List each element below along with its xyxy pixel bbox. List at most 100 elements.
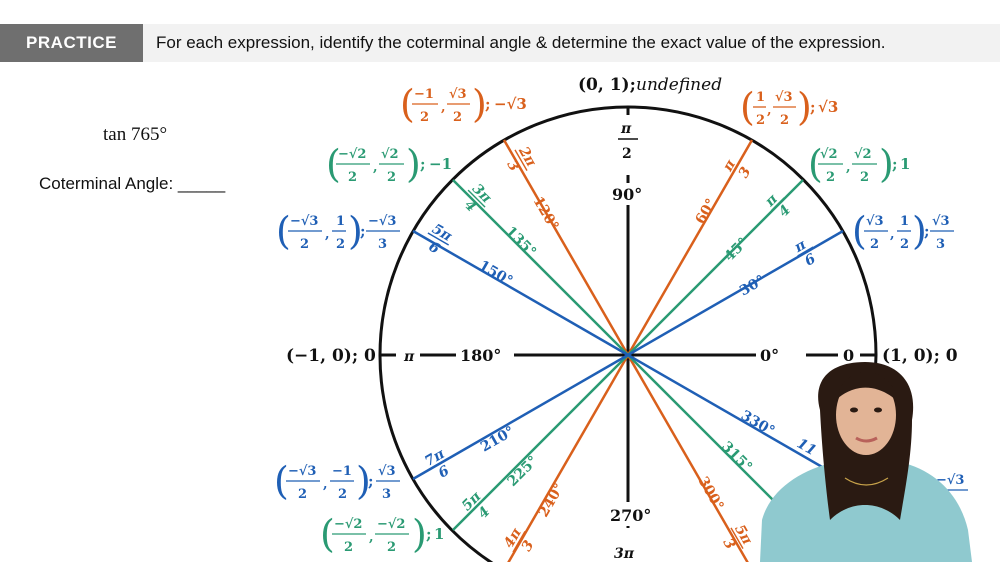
svg-text:−1: −1 [429,155,452,173]
svg-text:√3: √3 [775,90,793,105]
svg-text:√2: √2 [381,147,399,162]
svg-text:2: 2 [336,237,345,252]
svg-text:(: ( [740,85,755,129]
svg-text:): ) [912,209,927,253]
coord-210: ( −√3 2 , −1 2 ) ; √3 3 [274,459,400,503]
svg-text:−1: −1 [332,464,352,479]
header-bar: PRACTICE For each expression, identify t… [0,24,1000,62]
svg-text:√2: √2 [820,147,838,162]
ray-300 [626,354,749,562]
svg-text:−1: −1 [414,87,434,102]
three-pi-half-num: 3π [614,546,635,562]
coterminal-angle-label: Coterminal Angle: [39,174,174,193]
svg-text:(: ( [326,142,341,186]
practice-badge: PRACTICE [0,24,143,62]
top-undefined: undefined [636,75,722,95]
svg-text:1: 1 [900,155,910,173]
deg-180-label: 180° [460,346,501,365]
ray-30 [627,229,844,357]
svg-text:√2: √2 [854,147,872,162]
svg-text:2: 2 [756,113,765,128]
svg-text:;: ; [892,155,898,173]
deg-270-label: 270° [610,506,651,525]
svg-text:,: , [373,160,378,175]
svg-text:): ) [472,82,487,126]
svg-text:2: 2 [387,170,396,185]
svg-text:−√3: −√3 [288,464,316,479]
svg-text:2: 2 [826,170,835,185]
svg-text:(: ( [852,209,867,253]
svg-text:√3: √3 [449,87,467,102]
svg-text:−√2: −√2 [377,517,405,532]
svg-text:√3: √3 [866,214,884,229]
svg-text:1: 1 [900,214,909,229]
expression-label: tan 765° [103,124,168,145]
ray-135 [452,179,629,356]
svg-text:−√3: −√3 [368,214,396,229]
svg-text:;: ; [420,155,426,173]
pi-half-den: 2 [622,146,632,162]
svg-text:3: 3 [382,487,391,502]
svg-text:,: , [846,160,851,175]
ray-120 [502,139,630,356]
svg-text:√3: √3 [818,98,838,116]
svg-text:): ) [412,512,427,556]
coord-30: ( √3 2 , 1 2 ) ; √3 3 [852,209,954,253]
ray-150 [412,229,629,357]
svg-text:;: ; [360,222,366,240]
svg-text:): ) [356,459,371,503]
svg-text:1: 1 [434,525,444,543]
svg-text:,: , [323,477,328,492]
svg-text:2: 2 [780,113,789,128]
svg-text:2: 2 [300,237,309,252]
svg-text:;: ; [485,95,491,113]
svg-text:,: , [441,100,446,115]
svg-text:3: 3 [378,237,387,252]
svg-text:−√2: −√2 [338,147,366,162]
svg-text:2: 2 [453,110,462,125]
svg-text:2: 2 [870,237,879,252]
coord-120: ( −1 2 , √3 2 ) ; −√3 [400,82,527,126]
answer-blank: _____ [177,174,226,193]
svg-text:2: 2 [338,487,347,502]
svg-text:2: 2 [348,170,357,185]
svg-text:(: ( [808,142,823,186]
coord-60: ( 1 2 , √3 2 ) ; √3 [740,85,838,129]
svg-text:1: 1 [756,90,765,105]
svg-text:;: ; [426,525,432,543]
rad-0-label: 0 [843,346,854,365]
svg-text:): ) [348,209,363,253]
ray-45 [627,179,804,356]
coord-45: ( √2 2 , √2 2 ) ; 1 [808,142,910,186]
svg-text:): ) [879,142,894,186]
svg-text:): ) [406,142,421,186]
coord-225: ( −√2 2 , −√2 2 ) ; 1 [320,512,444,556]
svg-text:2: 2 [344,540,353,555]
svg-text:−√3: −√3 [936,473,964,488]
coord-135: ( −√2 2 , √2 2 ) ; −1 [326,142,452,186]
pi-label: π [403,349,415,365]
svg-text:2: 2 [860,170,869,185]
ray-60 [626,139,754,356]
deg-90-label: 90° [612,185,642,204]
coord-left: (−1, 0); 0 [286,346,376,366]
deg-0-label: 0° [760,346,779,365]
unit-circle-arc-bottom-left [378,354,494,562]
svg-text:−√3: −√3 [494,95,527,113]
svg-text:1: 1 [336,214,345,229]
coord-top: (0, 1); [578,75,636,95]
coterminal-angle-prompt: Coterminal Angle: _____ [39,174,225,194]
svg-text:2: 2 [420,110,429,125]
svg-text:;: ; [368,472,374,490]
svg-text:(: ( [320,512,335,556]
svg-text:−√3: −√3 [290,214,318,229]
ray-240 [507,354,630,562]
svg-text:2: 2 [387,540,396,555]
svg-text:2: 2 [900,237,909,252]
svg-text:2: 2 [298,487,307,502]
pi-half-num: π [620,121,632,137]
presenter-figure [760,362,972,562]
coord-right: (1, 0); 0 [882,346,958,366]
